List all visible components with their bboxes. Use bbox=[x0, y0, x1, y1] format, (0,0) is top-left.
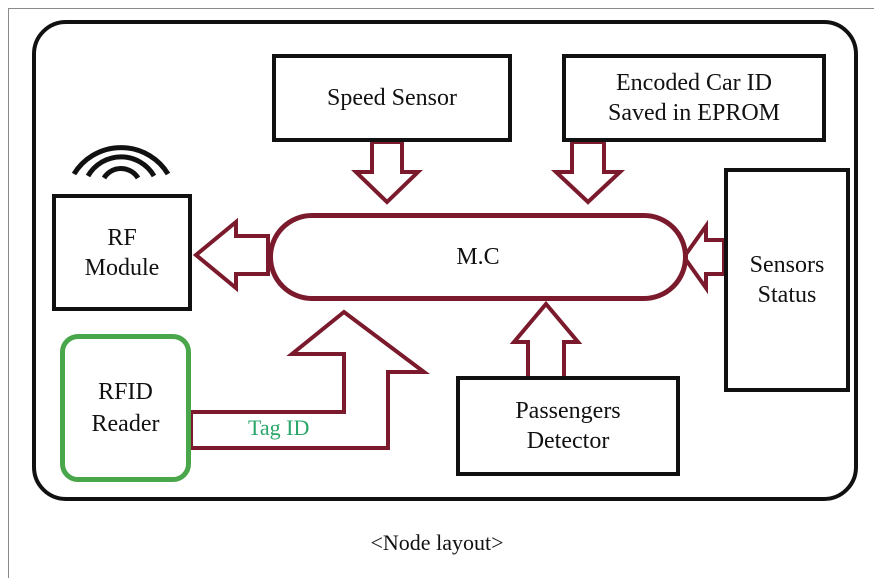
rfid-reader-box: RFID Reader bbox=[60, 334, 191, 482]
arrow-passengers-to-mc bbox=[509, 300, 583, 380]
car-id-label-line2: Saved in EPROM bbox=[607, 100, 780, 126]
speed-sensor-box: Speed Sensor bbox=[272, 54, 512, 142]
arrow-sensors-to-mc bbox=[681, 219, 726, 295]
rfid-reader-label-line1: RFID bbox=[98, 379, 153, 405]
figure-frame-left bbox=[8, 8, 9, 578]
rf-module-label-line1: RF bbox=[107, 224, 137, 251]
passengers-detector-label-line2: Detector bbox=[526, 428, 610, 454]
arrow-carid-to-mc bbox=[550, 140, 626, 205]
microcontroller-label: M.C bbox=[456, 243, 500, 270]
speed-sensor-label: Speed Sensor bbox=[327, 85, 457, 111]
microcontroller-box: M.C bbox=[268, 213, 688, 301]
rf-module-label-line2: Module bbox=[84, 254, 160, 281]
arrow-rfid-to-mc bbox=[189, 309, 430, 450]
sensors-status-label-line1: Sensors bbox=[749, 252, 825, 278]
sensors-status-label-line2: Status bbox=[757, 282, 817, 308]
arrow-speed-to-mc bbox=[351, 140, 423, 205]
tag-id-label: Tag ID bbox=[248, 415, 310, 440]
arrow-mc-to-rf bbox=[192, 217, 270, 293]
wireless-signal-icon bbox=[71, 145, 171, 180]
rf-module-box: RF Module bbox=[52, 194, 192, 311]
figure-caption: <Node layout> bbox=[370, 530, 504, 555]
car-id-label-line1: Encoded Car ID bbox=[616, 70, 772, 96]
passengers-detector-label-line1: Passengers bbox=[515, 398, 621, 424]
figure-frame-top bbox=[8, 8, 874, 9]
sensors-status-box: Sensors Status bbox=[724, 168, 850, 392]
passengers-detector-box: Passengers Detector bbox=[456, 376, 680, 476]
rfid-reader-label-line2: Reader bbox=[91, 411, 160, 437]
node-enclosure bbox=[32, 20, 858, 501]
car-id-eprom-box: Encoded Car ID Saved in EPROM bbox=[562, 54, 826, 142]
